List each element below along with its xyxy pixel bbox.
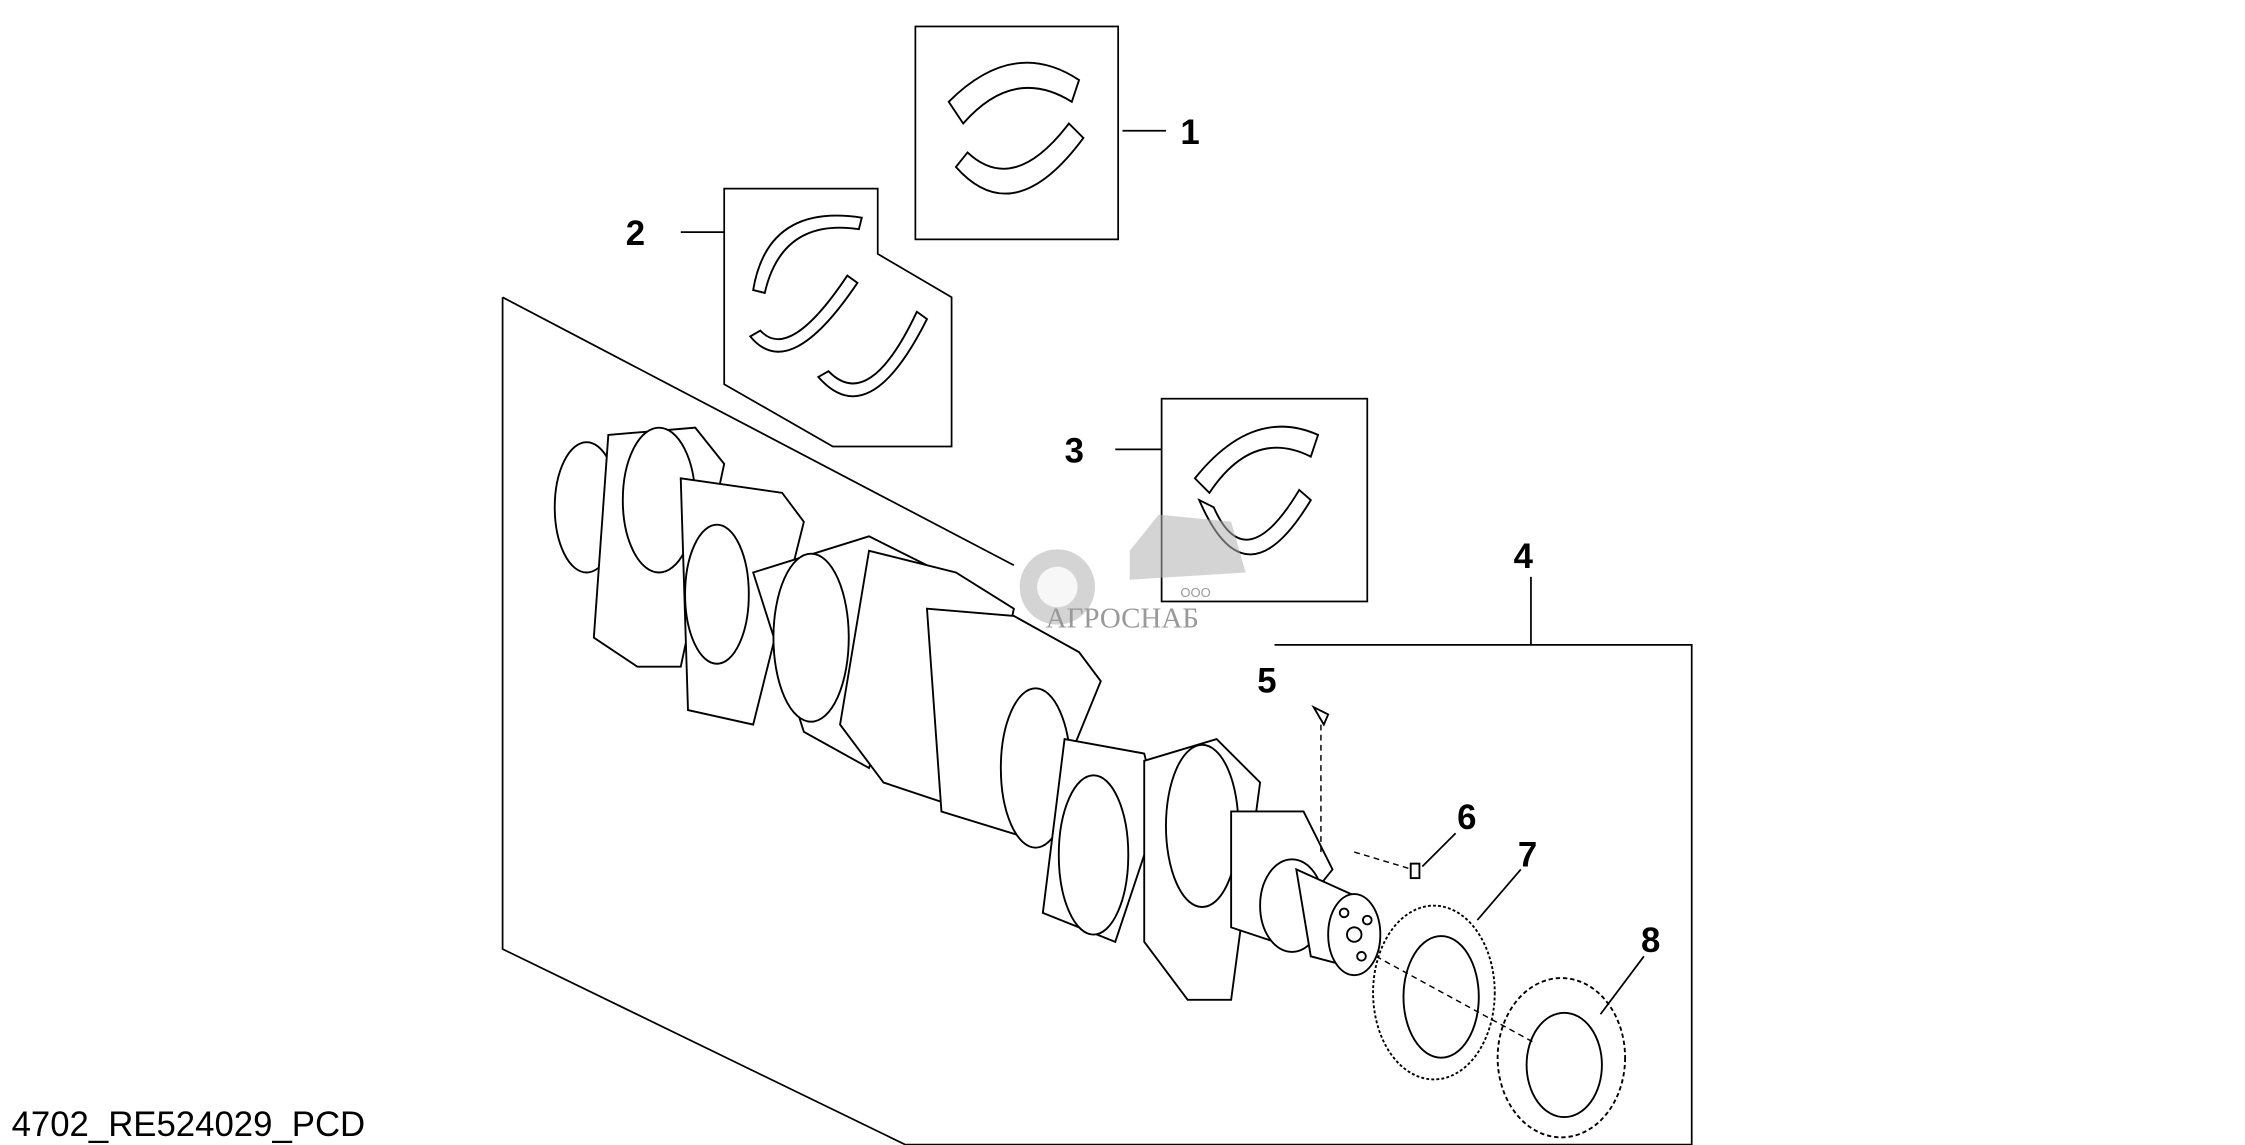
bearing-shell-upper [1193, 425, 1320, 495]
part-5-pin[interactable]: 5 [1257, 663, 1330, 855]
thrust-washer-lower [748, 274, 859, 353]
callout-label-8: 8 [1641, 922, 1660, 960]
callout-box-3 [1160, 397, 1369, 603]
watermark-prefix: ООО [1180, 585, 1210, 600]
part-8-gear[interactable]: 8 [1375, 922, 1660, 1139]
part-group-1[interactable]: 1 [914, 25, 1200, 241]
part-7-timing-wheel[interactable]: 7 [1372, 837, 1537, 1081]
thrust-washer-upper [752, 214, 863, 295]
callout-box-1 [914, 25, 1120, 241]
watermark-logo: ООО АГРОСНАБ [1019, 514, 1246, 635]
drawing-id: 4702_RE524029_PCD [12, 1106, 366, 1144]
part-group-2[interactable]: 2 [626, 187, 953, 448]
callout-label-5: 5 [1257, 663, 1276, 701]
thrust-washer-half [816, 310, 929, 398]
watermark-name: АГРОСНАБ [1046, 603, 1199, 635]
callout-label-2: 2 [626, 215, 645, 253]
bearing-shell-lower [954, 122, 1085, 195]
part-6-key[interactable]: 6 [1354, 799, 1476, 880]
callout-label-6: 6 [1457, 799, 1476, 837]
crankshaft [553, 426, 1382, 1001]
callout-label-3: 3 [1065, 432, 1084, 470]
bearing-shell-upper [947, 61, 1081, 126]
callout-box-2 [723, 187, 953, 448]
callout-label-4: 4 [1514, 538, 1534, 576]
callout-label-7: 7 [1518, 837, 1537, 875]
callout-label-1: 1 [1180, 114, 1199, 152]
